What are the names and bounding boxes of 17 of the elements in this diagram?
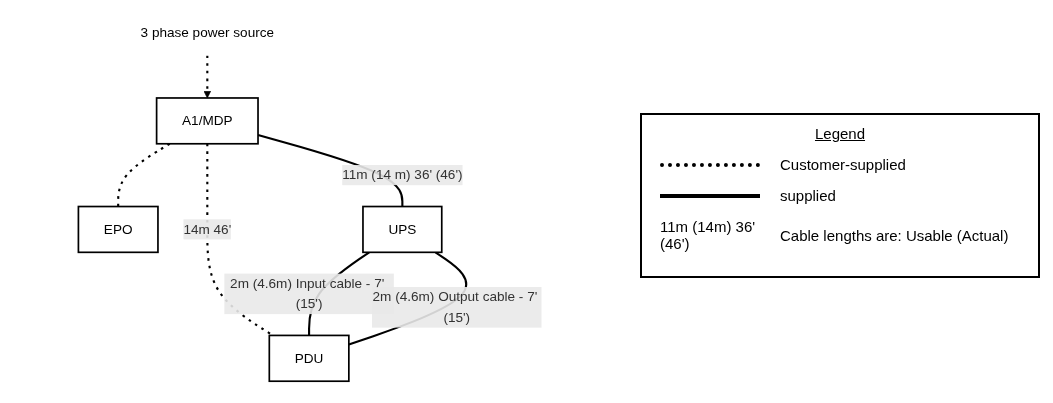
edge-label: 11m (14 m) 36' (46') <box>342 167 463 182</box>
node-text: 3 phase power source <box>140 25 275 40</box>
legend-text: supplied <box>780 187 836 204</box>
edge-label: (15') <box>295 296 323 311</box>
legend-text: Cable lengths are: Usable (Actual) <box>780 226 1009 244</box>
cable-length-example: 11m (14m) 36' (46') <box>660 218 756 252</box>
connector <box>117 142 171 207</box>
legend-heading: Legend <box>813 125 867 142</box>
edge-label: 2m (4.6m) Output cable - 7' (15') <box>372 289 538 325</box>
node-box: UPS <box>362 205 443 254</box>
node-box: PDU <box>268 334 350 383</box>
edge-label: 14m 46' <box>183 221 232 237</box>
edge-label: 2m (4.6m) Input cable - 7' <box>230 276 385 291</box>
node-box: A1/MDP <box>155 97 259 145</box>
node-box: EPO <box>77 205 159 254</box>
legend-text: Customer-supplied <box>780 156 906 173</box>
arrow <box>203 55 212 99</box>
